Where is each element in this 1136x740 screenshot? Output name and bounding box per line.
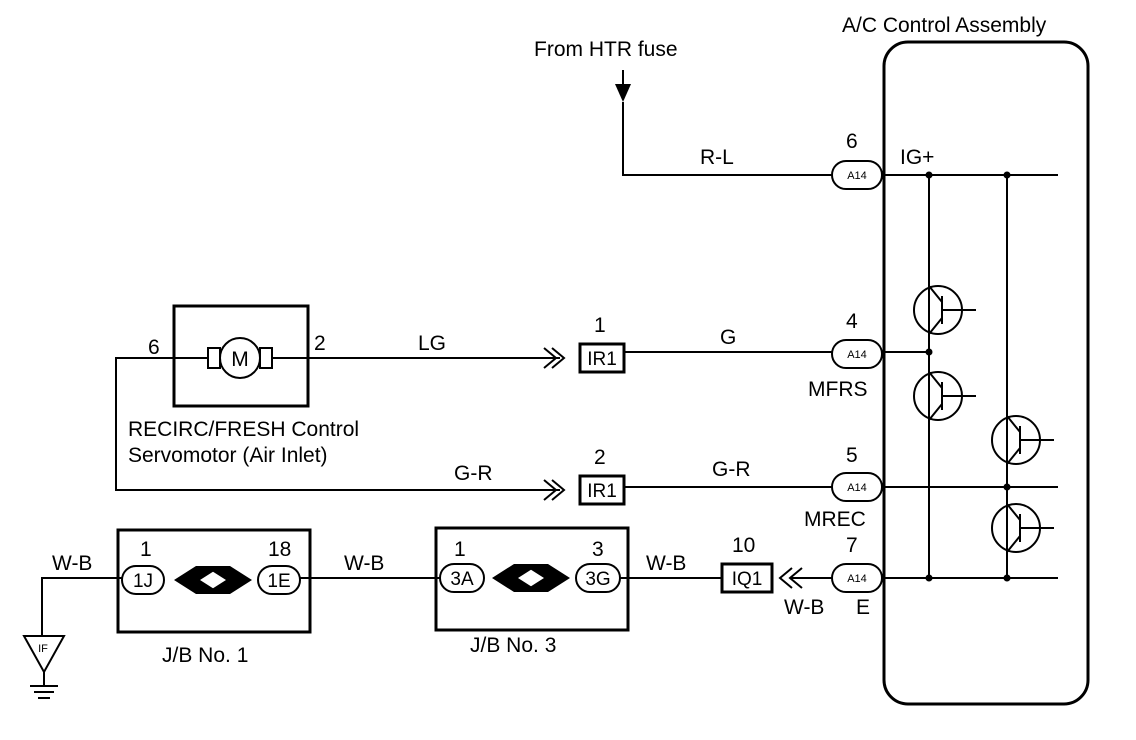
- motor-m-label: M: [231, 348, 249, 371]
- pin4-connector: [831, 339, 883, 369]
- ground-label: IF: [38, 643, 48, 655]
- pin6-number: 6: [846, 130, 858, 153]
- pin5-signal: MREC: [804, 508, 866, 531]
- ir1-top-number: 1: [594, 314, 606, 337]
- jb1-internal-link: [174, 566, 252, 594]
- pin7-connector-label: A14: [847, 573, 867, 585]
- ground-symbol: [22, 577, 116, 699]
- wire-wb-jb3-iq1-label: W-B: [646, 552, 686, 575]
- jb3-left-number: 1: [454, 538, 466, 561]
- transistor-3: [991, 415, 1054, 465]
- wire-rl-label: R-L: [700, 146, 734, 169]
- pin6-connector-label: A14: [847, 170, 867, 182]
- pin4-signal: MFRS: [808, 378, 868, 401]
- transistor-1: [913, 285, 976, 335]
- iq1-number: 10: [732, 534, 755, 557]
- assembly-title: A/C Control Assembly: [842, 14, 1047, 37]
- jb1-left-connector: [121, 565, 165, 595]
- htr-fuse-arrow: [615, 70, 631, 102]
- jb3-right-label: 3G: [585, 569, 610, 590]
- wire-wb-iq1-a14-label: W-B: [784, 596, 824, 619]
- iq1-label: IQ1: [732, 569, 763, 590]
- motor-pin-right: 2: [314, 332, 326, 355]
- ir1-bottom-number: 2: [594, 446, 606, 469]
- pin4-number: 4: [846, 310, 858, 333]
- iq1-arrows: [778, 567, 832, 589]
- transistor-2: [913, 371, 976, 421]
- wire-gr-left-label: G-R: [454, 462, 493, 485]
- iq1-connector: [720, 562, 774, 594]
- ir1-bottom-label: IR1: [587, 481, 617, 502]
- jb1-right-number: 18: [268, 538, 291, 561]
- motor-pin-left: 6: [148, 336, 160, 359]
- wire-rl: [622, 102, 1058, 176]
- jb3-name: J/B No. 3: [470, 634, 556, 657]
- pin7-number: 7: [846, 534, 858, 557]
- pin7-signal: E: [856, 596, 870, 619]
- wire-gr: [115, 357, 566, 501]
- ac-control-assembly-box: [882, 40, 1090, 706]
- servomotor-name-line2: Servomotor (Air Inlet): [128, 444, 328, 467]
- jb3-left-connector: [439, 563, 485, 593]
- wire-g-label: G: [720, 326, 736, 349]
- ir1-top-connector: [578, 342, 626, 374]
- wire-wb-ground-label: W-B: [52, 552, 92, 575]
- jb1-name: J/B No. 1: [162, 644, 248, 667]
- ir1-bottom-connector: [578, 474, 626, 506]
- jb1-right-connector: [257, 565, 301, 595]
- pin4-connector-label: A14: [847, 349, 867, 361]
- jb1-left-number: 1: [140, 538, 152, 561]
- jb3-right-number: 3: [592, 538, 604, 561]
- transistor-4: [991, 503, 1054, 553]
- pin6-connector: [831, 160, 883, 190]
- wire-wb-jb1-jb3-label: W-B: [344, 552, 384, 575]
- wire-lg-label: LG: [418, 332, 446, 355]
- pin6-signal: IG+: [900, 146, 934, 169]
- servomotor-box: [172, 304, 310, 408]
- wire-lg: [308, 347, 566, 369]
- pin5-connector-label: A14: [847, 482, 867, 494]
- jb1-right-label: 1E: [267, 571, 290, 592]
- source-label: From HTR fuse: [534, 38, 678, 61]
- jb1-box: [116, 528, 312, 634]
- wire-gr-right-label: G-R: [712, 458, 751, 481]
- pin5-number: 5: [846, 444, 858, 467]
- jb1-left-label: 1J: [133, 571, 153, 592]
- ir1-top-label: IR1: [587, 349, 617, 370]
- servomotor-name-line1: RECIRC/FRESH Control: [128, 418, 359, 441]
- jb3-left-label: 3A: [450, 569, 474, 590]
- motor-symbol: [174, 337, 308, 379]
- jb3-internal-link: [492, 564, 570, 592]
